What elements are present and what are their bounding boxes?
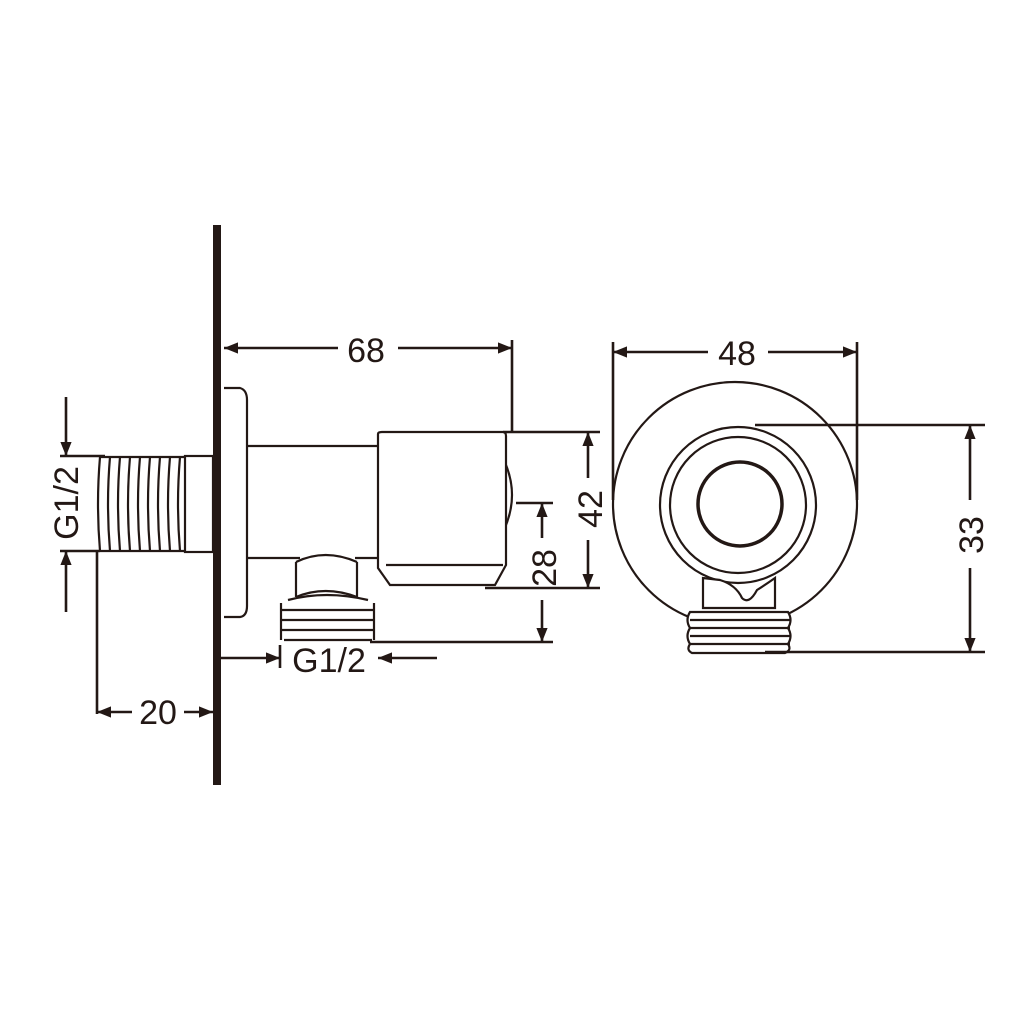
valve-side-view [96,386,514,642]
outlet-thread-front [686,610,792,655]
dimension-28: 28 [370,501,564,644]
dimension-48: 48 [611,335,859,500]
outlet-neck-front [701,575,777,610]
dimension-outlet-thread: G1/2 [221,642,437,680]
handle-box [376,430,508,587]
dimension-20-label: 20 [139,694,177,732]
dimension-inlet-thread: G1/2 [48,397,105,612]
dimension-42: 42 [485,430,610,590]
wall-line [213,225,221,785]
body-inner-ring [668,435,808,575]
inlet-thread [96,455,185,553]
outlet-thread [279,593,376,642]
dimension-68-label: 68 [347,332,385,370]
dimension-68: 68 [224,332,514,432]
valve-front-view [611,380,859,655]
inlet-thread-label: G1/2 [48,466,86,540]
dimension-28-label: 28 [526,549,564,587]
body-outer-ring [658,425,818,585]
handle-circle [696,460,784,548]
dimension-48-label: 48 [718,335,756,373]
wall-flange [224,386,249,619]
dimension-42-label: 42 [572,490,610,528]
outlet-thread-label: G1/2 [292,642,366,680]
dimension-33: 33 [755,423,991,654]
dimension-20: 20 [95,551,213,732]
inlet-pipe [183,454,215,554]
dimension-33-label: 33 [953,516,991,554]
valve-body [247,444,378,560]
outlet-neck [294,553,359,599]
handle-cap [504,464,514,526]
